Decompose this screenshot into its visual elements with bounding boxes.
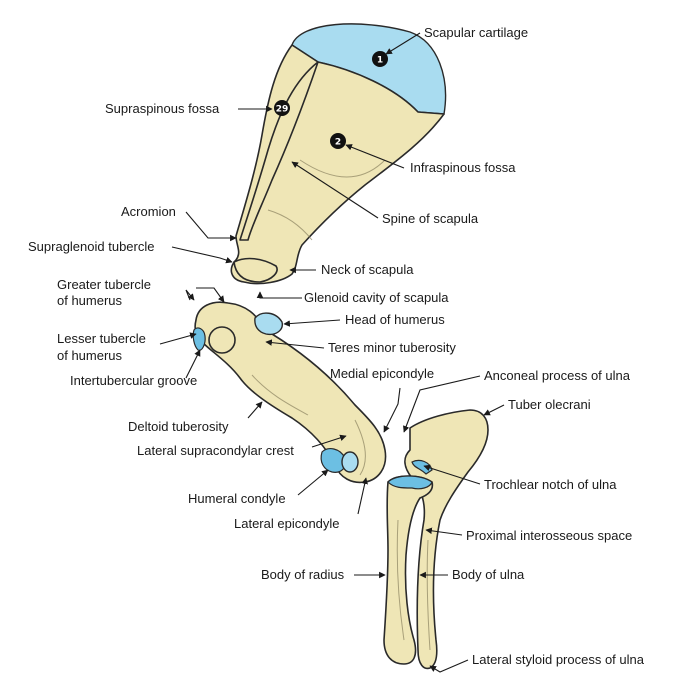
label-scapular-cartilage: Scapular cartilage: [424, 25, 528, 40]
radial-head-cartilage: [387, 475, 433, 490]
forearm: [383, 409, 489, 670]
scapula: [230, 23, 447, 285]
label-lesser-tubercle-line2: of humerus: [57, 348, 123, 363]
label-spine-of-scapula: Spine of scapula: [382, 211, 479, 226]
humerus-shading: [251, 374, 366, 476]
label-glenoid-cavity: Glenoid cavity of scapula: [304, 290, 449, 305]
label-infraspinous-fossa: Infraspinous fossa: [410, 160, 516, 175]
scapula-shading: [267, 159, 386, 241]
label-trochlear-notch: Trochlear notch of ulna: [484, 477, 617, 492]
marker-29: 29: [274, 100, 290, 116]
label-body-of-radius: Body of radius: [261, 567, 345, 582]
label-intertubercular-groove: Intertubercular groove: [70, 373, 197, 388]
marker-2-text: 2: [335, 138, 341, 148]
label-tuber-olecrani: Tuber olecrani: [508, 397, 591, 412]
label-lateral-epicondyle: Lateral epicondyle: [234, 516, 340, 531]
label-greater-tubercle-line1: Greater tubercle: [57, 277, 151, 292]
label-teres-minor-tuberosity: Teres minor tuberosity: [328, 340, 456, 355]
label-head-of-humerus: Head of humerus: [345, 312, 445, 327]
glenoid-shape: [233, 257, 278, 283]
label-body-of-ulna: Body of ulna: [452, 567, 525, 582]
label-supraglenoid-tubercle: Supraglenoid tubercle: [28, 239, 154, 254]
marker-1-text: 1: [377, 56, 383, 66]
condyle-cartilage-light: [341, 451, 359, 473]
marker-29-text: 29: [276, 105, 289, 115]
forearm-shading: [396, 519, 431, 651]
label-humeral-condyle: Humeral condyle: [188, 491, 286, 506]
radius-shape: [383, 475, 434, 665]
greater-tubercle-bump: [208, 326, 236, 354]
label-neck-of-scapula: Neck of scapula: [321, 262, 414, 277]
marker-2: 2: [330, 133, 346, 149]
label-lateral-supracondylar-crest: Lateral supracondylar crest: [137, 443, 294, 458]
leader-lines: [159, 32, 505, 673]
label-anconeal-process: Anconeal process of ulna: [484, 368, 631, 383]
label-acromion: Acromion: [121, 204, 176, 219]
label-greater-tubercle-line2: of humerus: [57, 293, 123, 308]
label-proximal-interosseous-space: Proximal interosseous space: [466, 528, 632, 543]
labels: Scapular cartilage Supraspinous fossa In…: [28, 25, 645, 667]
ulna-shape: [404, 409, 489, 670]
marker-1: 1: [372, 51, 388, 67]
humeral-head-cartilage: [254, 312, 283, 336]
label-medial-epicondyle: Medial epicondyle: [330, 366, 434, 381]
lesser-tubercle-cartilage: [192, 327, 206, 351]
label-supraspinous-fossa: Supraspinous fossa: [105, 101, 220, 116]
label-lesser-tubercle-line1: Lesser tubercle: [57, 331, 146, 346]
label-lateral-styloid-process: Lateral styloid process of ulna: [472, 652, 645, 667]
label-deltoid-tuberosity: Deltoid tuberosity: [128, 419, 229, 434]
